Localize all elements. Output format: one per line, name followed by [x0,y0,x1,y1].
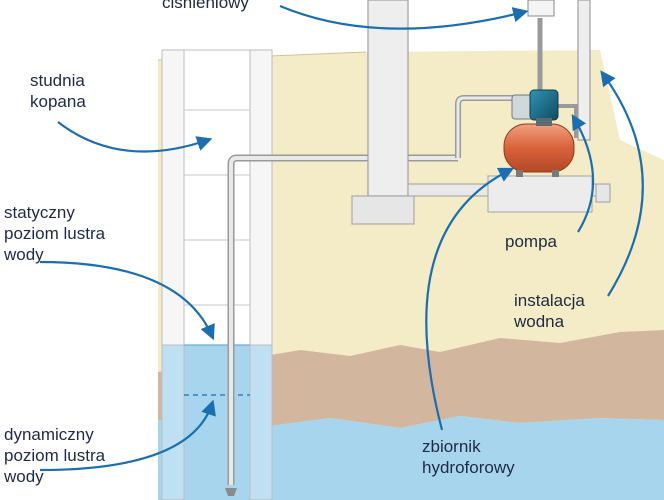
label-dynamic-level-line2: poziom lustra [4,446,106,465]
aquifer [158,416,664,500]
tank-leg-right [552,170,559,177]
hydrophore-tank [503,123,575,173]
arrow-installation [600,70,644,297]
arrow-tank [425,167,515,431]
label-installation-line1: instalacja [514,291,585,310]
label-static-level: statyczny poziom lustra wody [4,202,105,265]
well-water-right-wall [249,344,273,500]
pump-stand [536,118,552,126]
label-installation: instalacja wodna [514,290,585,332]
house-wall-right [577,0,591,141]
arrow-static-level [39,260,215,341]
arrow-pressure-switch [279,4,529,30]
label-static-level-line2: poziom lustra [4,224,106,243]
suction-pipe-inner [229,156,458,485]
well-ring-joints [184,109,250,306]
label-static-level-line1: statyczny [4,203,75,222]
well-water-left-wall [161,344,185,500]
label-tank: zbiornik hydroforowy [422,436,515,478]
soil-layer [158,330,664,428]
label-dynamic-level-line3: wody [4,467,44,486]
foot-valve [225,488,237,496]
label-pump-line1: pompa [505,232,557,251]
label-tank-line1: zbiornik [422,437,481,456]
tank-leg-left [516,170,523,177]
footing [351,195,415,225]
label-well-line2: kopana [30,92,86,111]
pump-motor [529,89,559,121]
label-pressure-switch-line1: ciśnieniowy [162,0,249,12]
pressure-switch [527,0,555,17]
arrow-well [57,121,213,153]
label-well-line1: studnia [30,71,85,90]
label-pump: pompa [505,231,557,252]
label-dynamic-level: dynamiczny poziom lustra wody [4,424,105,487]
label-dynamic-level-line1: dynamiczny [4,425,94,444]
well-water [184,345,250,500]
house-wall [367,0,409,197]
footing-right [595,183,611,203]
label-installation-line2: wodna [514,312,565,331]
label-tank-line2: hydroforowy [422,458,515,477]
pump-base [487,175,593,213]
arrow-dynamic-level [39,399,216,472]
label-static-level-line3: wody [4,245,44,264]
label-pressure-switch: ciśnieniowy [162,0,249,13]
label-well: studnia kopana [30,70,86,112]
arrow-pump [571,114,595,233]
supply-pipe-inner [456,96,514,158]
